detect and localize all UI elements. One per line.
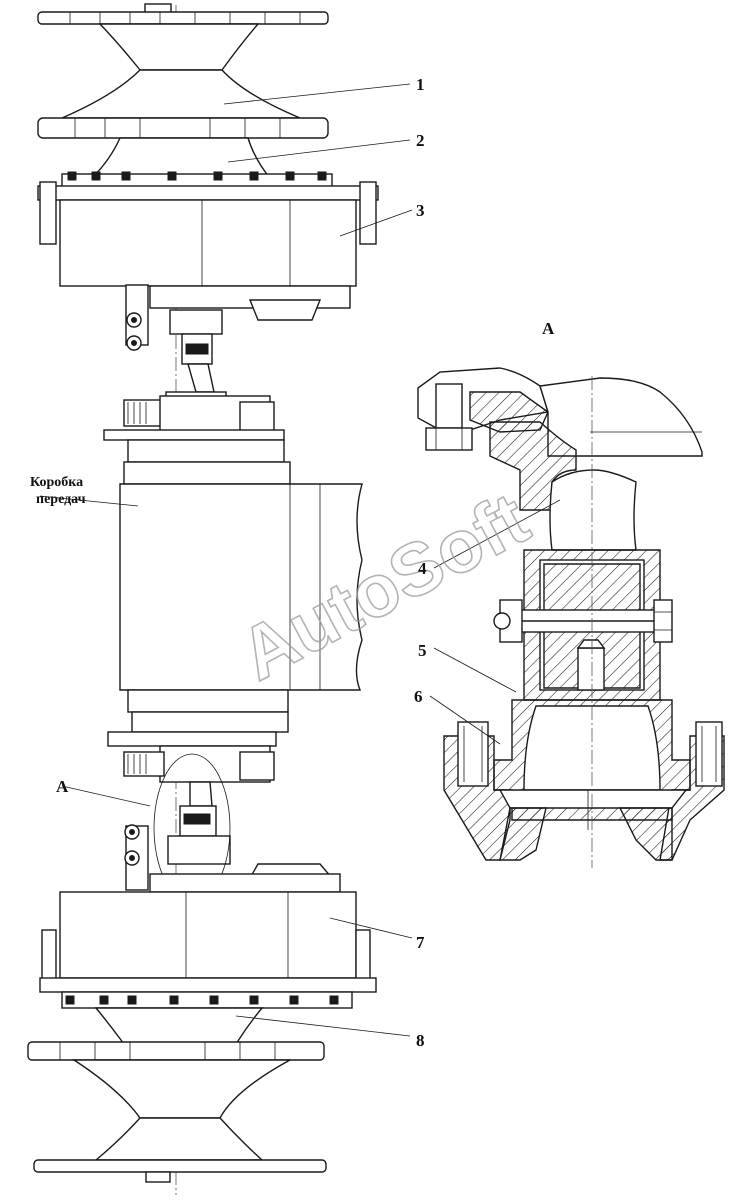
- detail-view-title: A: [542, 319, 555, 338]
- upper-brake-lever: [125, 284, 149, 351]
- gearbox-label-line2: передач: [36, 492, 86, 507]
- callout-7: 7: [416, 933, 425, 952]
- top-flange-assembly: [37, 3, 329, 139]
- callout-3: 3: [416, 201, 425, 220]
- leader-lines: [39, 83, 561, 1037]
- callout-4: 4: [418, 559, 427, 578]
- lower-final-drive-housing: [39, 863, 377, 1009]
- gearbox-housing: [119, 439, 363, 733]
- callout-5: 5: [418, 641, 427, 660]
- callout-1: 1: [416, 75, 425, 94]
- hub-neck-upper: [90, 137, 272, 179]
- upper-brake-assembly: [103, 395, 285, 445]
- callout-6: 6: [414, 687, 423, 706]
- upper-cardan-joint: [165, 309, 227, 405]
- lower-brake-assembly: [107, 731, 277, 783]
- callout-2: 2: [416, 131, 425, 150]
- upper-final-drive-housing: [37, 171, 379, 321]
- detail-view-a: [417, 367, 725, 868]
- gearbox-label-line1: Коробка: [30, 475, 83, 490]
- lower-brake-lever: [124, 824, 149, 891]
- lower-flange-assembly: [27, 1007, 327, 1183]
- callout-8: 8: [416, 1031, 425, 1050]
- lower-cardan-joint: [167, 781, 231, 865]
- detail-marker-label: A: [56, 777, 69, 796]
